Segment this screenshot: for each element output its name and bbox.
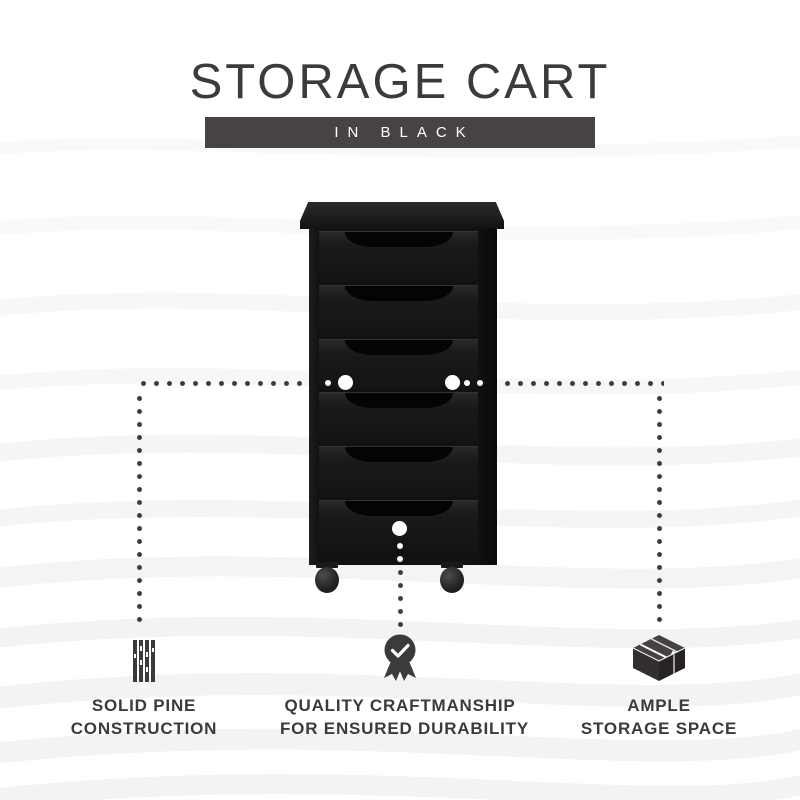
drawer-handle-cutout xyxy=(344,339,453,355)
callout-line-left-vertical xyxy=(136,392,143,625)
drawer-stack xyxy=(319,231,478,551)
cart-drawer-5 xyxy=(319,446,478,498)
cart-drawer-1 xyxy=(319,231,478,282)
icon-wrap xyxy=(280,630,520,682)
white-dot xyxy=(397,543,403,549)
callout-line-right-horizontal xyxy=(488,380,664,387)
anchor-dot-left xyxy=(338,375,353,390)
white-dot xyxy=(397,556,403,562)
wheel xyxy=(315,567,339,593)
drawer-handle-cutout xyxy=(344,447,453,463)
icon-wrap xyxy=(539,630,779,682)
caster-wheel-left xyxy=(315,562,339,593)
caster-mount xyxy=(441,562,463,568)
drawer-handle-cutout xyxy=(344,501,453,517)
feature-label-line: AMPLE xyxy=(627,696,691,715)
feature-quality-craftmanship: QUALITY CRAFTMANSHIP FOR ENSURED DURABIL… xyxy=(280,630,529,740)
banner-label: IN BLACK xyxy=(334,124,475,141)
anchor-dot-right xyxy=(445,375,460,390)
pine-planks-icon xyxy=(133,640,155,682)
caster-wheel-right xyxy=(440,562,464,593)
white-dot xyxy=(477,380,483,386)
callout-line-right-vertical xyxy=(656,392,663,625)
page-title: STORAGE CART xyxy=(189,55,611,109)
wheel xyxy=(440,567,464,593)
callout-line-center-vertical xyxy=(397,566,404,630)
drawer-handle-cutout xyxy=(344,232,453,247)
storage-box-icon xyxy=(632,635,686,681)
feature-ample-storage: AMPLE STORAGE SPACE xyxy=(539,630,779,740)
drawer-handle-cutout xyxy=(344,393,453,409)
callout-line-left-horizontal xyxy=(137,380,327,387)
anchor-dot-bottom xyxy=(392,521,407,536)
cart-body xyxy=(309,228,497,565)
cart-drawer-2 xyxy=(319,284,478,336)
feature-label-line: STORAGE SPACE xyxy=(580,719,738,738)
cart-drawer-4 xyxy=(319,392,478,444)
color-banner: IN BLACK xyxy=(205,117,595,148)
feature-label-line: SOLID PINE xyxy=(91,696,197,715)
quality-badge-icon xyxy=(384,634,416,681)
caster-mount xyxy=(316,562,338,568)
feature-label-line: QUALITY CRAFTMANSHIP xyxy=(284,696,516,715)
cart-top-surface xyxy=(300,202,504,229)
feature-label-line: CONSTRUCTION xyxy=(70,719,218,738)
feature-solid-pine: SOLID PINE CONSTRUCTION xyxy=(24,630,264,740)
white-dot xyxy=(464,380,470,386)
feature-label-line: FOR ENSURED DURABILITY xyxy=(280,719,529,738)
drawer-handle-cutout xyxy=(344,285,453,301)
icon-wrap xyxy=(24,630,264,682)
white-dot xyxy=(325,380,331,386)
